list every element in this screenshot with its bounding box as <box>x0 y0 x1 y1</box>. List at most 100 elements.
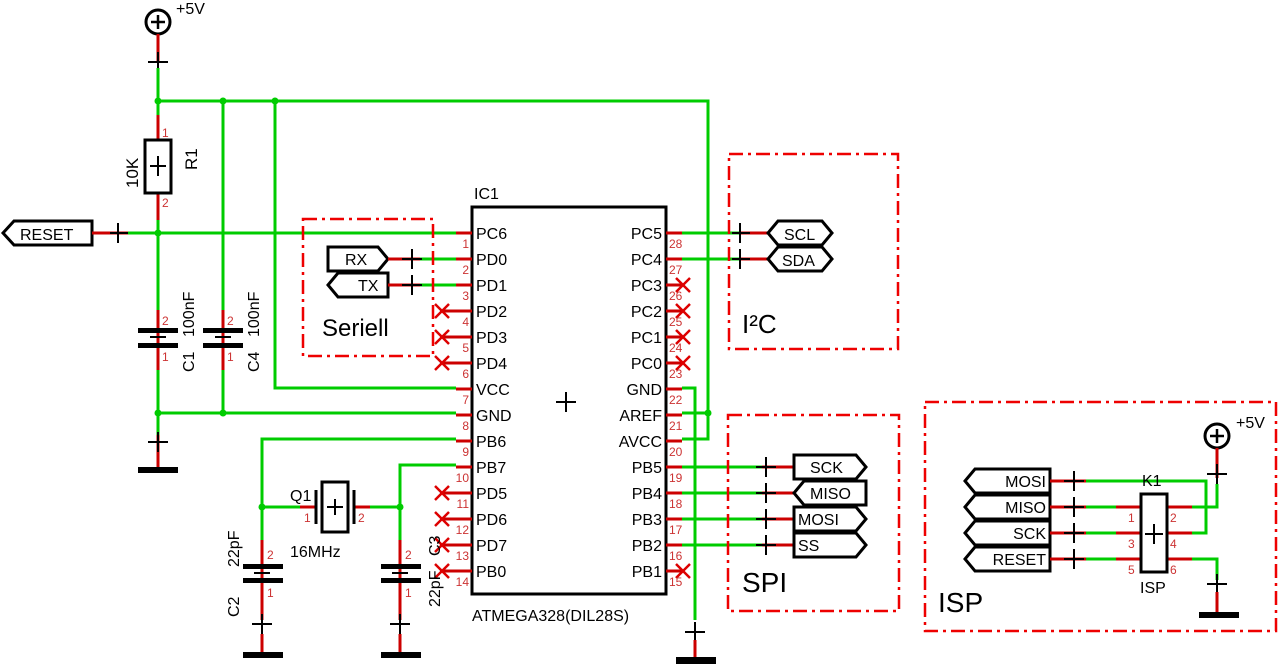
ic-pin-name: PD1 <box>476 278 507 295</box>
no-connect-icon <box>675 277 691 293</box>
spi-mosi-port[interactable]: MOSI <box>756 505 868 533</box>
ic-pin-name: PD0 <box>476 252 507 269</box>
ic-pin-name: PB5 <box>632 460 662 477</box>
c4-value: 100nF <box>246 291 263 337</box>
capacitor-c3[interactable]: 2 1 C3 22pF <box>381 535 444 658</box>
ic-pin-number: 2 <box>462 263 469 277</box>
ic-pin-name: PC6 <box>476 226 507 243</box>
ic-pin-number: 26 <box>669 289 683 303</box>
isp-mosi-label: MOSI <box>1005 474 1046 491</box>
ic-pin-number: 22 <box>669 393 683 407</box>
ic1-ref: IC1 <box>474 186 499 203</box>
serial-section: Seriell <box>301 217 435 358</box>
no-connect-icon <box>675 355 691 371</box>
ic-pin-name: PB1 <box>632 564 662 581</box>
isp-miso-port[interactable]: MISO <box>963 493 1086 521</box>
ic-pin-number: 27 <box>669 263 683 277</box>
c2-pin2: 2 <box>267 548 274 562</box>
ic-pin-number: 18 <box>669 497 683 511</box>
ic-pin-name: PB4 <box>632 486 662 503</box>
isp-vcc-label: +5V <box>1236 415 1265 432</box>
ground-symbol-c2 <box>243 652 283 658</box>
c1-pin1: 1 <box>162 350 169 364</box>
q1-value: 16MHz <box>290 544 341 561</box>
no-connect-icon <box>434 537 450 553</box>
ic-pin-number: 17 <box>669 523 683 537</box>
spi-ss-label: SS <box>798 538 819 555</box>
ic1-atmega328[interactable]: IC1 ATMEGA328(DIL28S) 1PC62PD03PD14PD25P… <box>434 186 691 625</box>
ic-pin-pc4-27[interactable]: 27 PC4 <box>631 252 683 277</box>
ic-pin-gnd-8[interactable]: 8 GND <box>456 408 512 433</box>
no-connect-icon <box>434 511 450 527</box>
c3-pin1: 1 <box>405 586 412 600</box>
ic-pin-pd0-2[interactable]: 2 PD0 <box>456 252 507 277</box>
ic-pin-name: PD2 <box>476 304 507 321</box>
sda-port[interactable]: SDA <box>732 245 834 273</box>
ground-symbol-ic <box>676 622 716 664</box>
ic-pin-number: 20 <box>669 445 683 459</box>
capacitor-c4[interactable]: 2 1 C4 100nF <box>203 291 263 372</box>
spi-miso-label: MISO <box>810 486 851 503</box>
reset-port-label: RESET <box>20 227 74 244</box>
ic-pin-gnd-22[interactable]: 22 GND <box>626 382 682 407</box>
ic-pin-pb4-18[interactable]: 18 PB4 <box>632 486 683 511</box>
isp-sck-port[interactable]: SCK <box>963 519 1086 547</box>
ic-pin-name: PC4 <box>631 252 662 269</box>
k1-pin6: 6 <box>1170 563 1177 577</box>
ic-pin-number: 11 <box>457 497 470 511</box>
ic-pin-number: 24 <box>669 341 683 355</box>
c1-ref: C1 <box>181 351 198 372</box>
spi-miso-port[interactable]: MISO <box>756 479 868 507</box>
scl-port[interactable]: SCL <box>732 219 834 247</box>
isp-mosi-port[interactable]: MOSI <box>963 467 1086 495</box>
ic-pin-number: 21 <box>669 419 683 433</box>
ic-pin-name: PB2 <box>632 538 662 555</box>
crystal-q1[interactable]: Q1 16MHz 1 2 <box>290 480 370 561</box>
k1-ref: K1 <box>1142 473 1162 490</box>
r1-pin2: 2 <box>162 196 169 210</box>
ic-pin-number: 6 <box>462 367 469 381</box>
isp-connector-k1[interactable]: K1 ISP 1 2 3 4 5 6 <box>1116 473 1192 597</box>
rx-port[interactable]: RX <box>326 245 422 273</box>
ic-pin-name: GND <box>626 382 662 399</box>
scl-label: SCL <box>784 227 815 244</box>
ic-pin-name: PD3 <box>476 330 507 347</box>
ic-pin-number: 10 <box>456 471 470 485</box>
c3-pin2: 2 <box>405 548 412 562</box>
spi-ss-port[interactable]: SS <box>756 531 868 559</box>
capacitor-c1[interactable]: 2 1 C1 100nF <box>138 291 198 372</box>
capacitor-c2[interactable]: 2 1 C2 22pF <box>226 530 283 658</box>
reset-port[interactable]: RESET <box>0 219 128 247</box>
isp-reset-port[interactable]: RESET <box>963 545 1086 573</box>
k1-value: ISP <box>1140 580 1166 597</box>
spi-sck-port[interactable]: SCK <box>756 453 868 481</box>
ic-pin-name: GND <box>476 408 512 425</box>
tx-port[interactable]: TX <box>326 271 422 299</box>
resistor-r1[interactable]: 1 2 10K R1 <box>123 115 201 220</box>
ic-pin-number: 8 <box>462 419 469 433</box>
